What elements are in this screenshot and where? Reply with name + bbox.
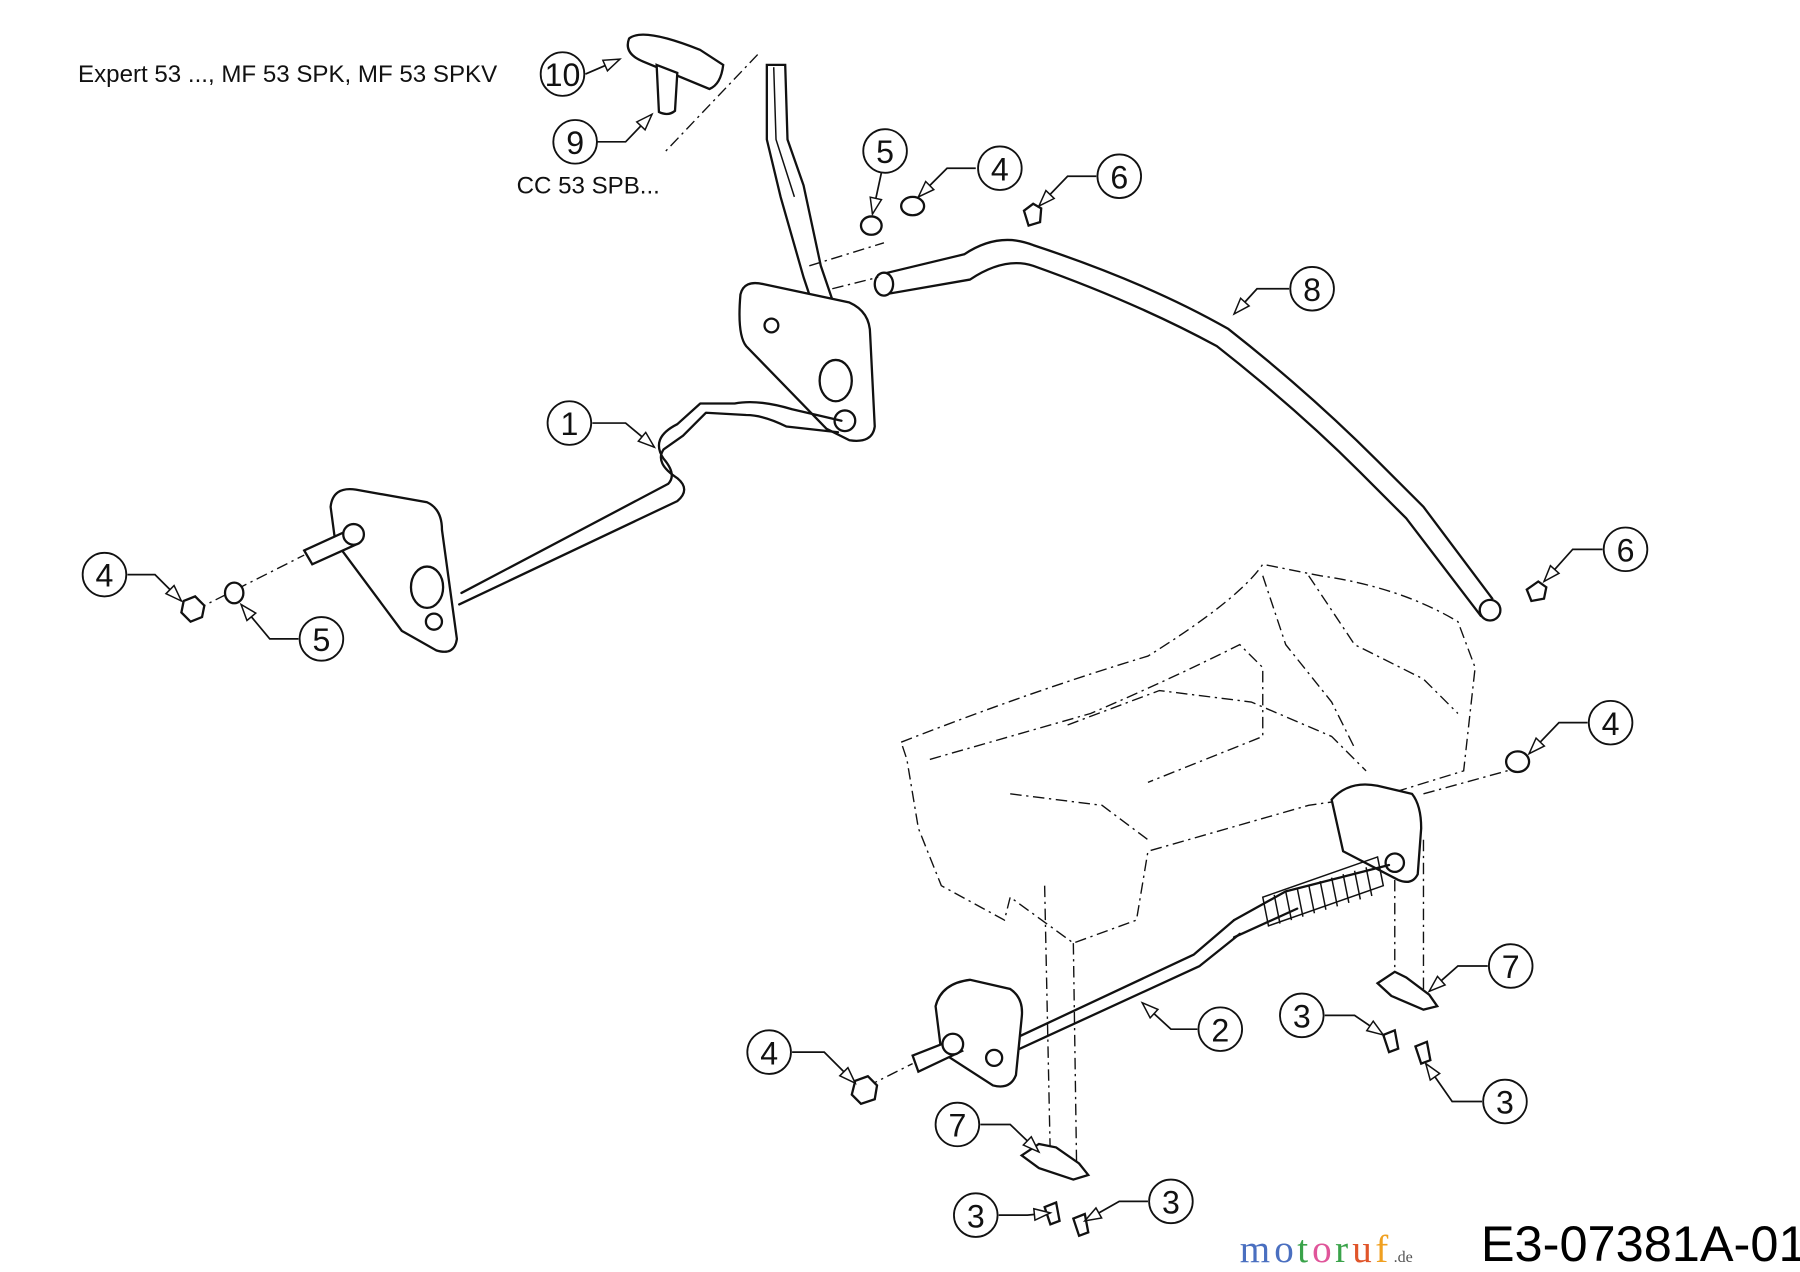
- callout-number: 2: [1211, 1012, 1229, 1048]
- arrowhead-icon: [1140, 1001, 1160, 1020]
- callout-bubble: [1289, 266, 1335, 312]
- arrowhead-icon: [1032, 1207, 1053, 1222]
- callout-bubble: [862, 128, 908, 174]
- callout-layer: 10 9 5 4 6 8 1 6 4 5 4 7 3 2 4 3 7 3 3: [81, 51, 1649, 1238]
- arrowhead-icon: [1427, 975, 1447, 993]
- watermark-letter: f: [1375, 1228, 1388, 1271]
- callout-bubble: [1487, 943, 1534, 989]
- arrowhead-icon: [1424, 1061, 1441, 1082]
- watermark-letter: o: [1312, 1228, 1332, 1271]
- callout-bubble: [1587, 699, 1634, 746]
- callout-number: 4: [760, 1035, 778, 1071]
- callout-2: 2: [1140, 1001, 1244, 1052]
- callout-7: 7: [1427, 943, 1534, 993]
- arrowhead-icon: [635, 112, 654, 132]
- callout-4: 4: [1527, 699, 1634, 756]
- callout-bubble: [539, 51, 586, 97]
- callout-bubble: [298, 616, 345, 662]
- arrowhead-icon: [164, 584, 183, 603]
- callout-3: 3: [1279, 992, 1386, 1039]
- callout-number: 9: [566, 125, 584, 161]
- callout-number: 7: [1502, 949, 1520, 985]
- callout-1: 1: [546, 400, 657, 449]
- watermark-letter: t: [1297, 1228, 1308, 1271]
- callout-number: 7: [948, 1108, 966, 1144]
- callout-number: 1: [560, 406, 578, 442]
- mower-deck: [900, 563, 1516, 1179]
- callout-bubble: [953, 1192, 999, 1238]
- watermark-suffix: .de: [1394, 1249, 1413, 1266]
- callout-6: 6: [1542, 526, 1649, 584]
- callout-3: 3: [1424, 1061, 1528, 1125]
- hardware: [859, 195, 1548, 1238]
- callout-bubble: [934, 1101, 981, 1148]
- handle-grip: [626, 33, 759, 152]
- drawing-code: E3-07381A-01: [1481, 1215, 1800, 1272]
- arrowhead-icon: [869, 196, 883, 217]
- watermark-letter: u: [1352, 1228, 1372, 1271]
- watermark-letter: o: [1274, 1228, 1294, 1271]
- arrowhead-icon: [601, 58, 622, 73]
- callout-number: 3: [967, 1198, 985, 1234]
- arrowhead-icon: [838, 1066, 857, 1085]
- callout-bubble: [1279, 992, 1325, 1039]
- callout-bubble: [546, 400, 593, 446]
- arrowhead-icon: [637, 431, 657, 449]
- callout-4: 4: [746, 1029, 857, 1085]
- height-lever: [738, 63, 876, 442]
- callout-4: 4: [916, 145, 1023, 199]
- callout-number: 3: [1496, 1085, 1514, 1121]
- callout-number: 8: [1303, 272, 1321, 308]
- callout-number: 3: [1293, 999, 1311, 1035]
- callout-bubble: [977, 145, 1023, 191]
- callout-5: 5: [239, 602, 345, 662]
- arrowhead-icon: [916, 180, 936, 199]
- callout-8: 8: [1232, 266, 1335, 316]
- callout-number: 4: [1602, 706, 1620, 742]
- callout-bubble: [81, 551, 128, 598]
- callout-7: 7: [934, 1101, 1041, 1154]
- arrowhead-icon: [1022, 1135, 1041, 1154]
- callout-bubble: [1197, 1006, 1244, 1052]
- callout-number: 5: [312, 622, 330, 658]
- callout-number: 6: [1617, 532, 1635, 568]
- callout-number: 4: [96, 558, 114, 594]
- callout-bubble: [1148, 1178, 1194, 1225]
- watermark-letter: m: [1240, 1228, 1270, 1271]
- front-axle-rod: [850, 783, 1423, 1106]
- callout-6: 6: [1037, 153, 1142, 208]
- rear-axle-rod: [180, 401, 843, 653]
- model-note-expert: Expert 53 ..., MF 53 SPK, MF 53 SPKV: [78, 61, 497, 88]
- callout-number: 5: [876, 134, 894, 170]
- arrowhead-icon: [1232, 296, 1251, 316]
- arrowhead-icon: [1365, 1019, 1386, 1037]
- callout-bubble: [746, 1029, 792, 1075]
- arrowhead-icon: [239, 602, 258, 622]
- callout-bubble: [1096, 153, 1142, 199]
- callout-bubble: [1482, 1078, 1528, 1125]
- arrowhead-icon: [1527, 736, 1546, 756]
- callout-number: 3: [1162, 1185, 1180, 1221]
- callout-number: 10: [545, 57, 581, 93]
- handle-bar: [809, 238, 1502, 622]
- callout-bubble: [1602, 526, 1649, 573]
- arrowhead-icon: [1082, 1206, 1103, 1222]
- arrowhead-icon: [1542, 564, 1561, 584]
- callout-10: 10: [539, 51, 622, 97]
- callout-4: 4: [81, 551, 183, 603]
- callout-3: 3: [953, 1192, 1053, 1238]
- callout-number: 6: [1110, 159, 1128, 195]
- callout-number: 4: [991, 151, 1009, 187]
- callout-9: 9: [552, 112, 654, 165]
- callout-bubble: [552, 119, 598, 165]
- watermark-letter: r: [1335, 1228, 1348, 1271]
- callout-5: 5: [862, 128, 908, 217]
- model-note-cc: CC 53 SPB...: [517, 172, 660, 199]
- arrowhead-icon: [1037, 189, 1056, 208]
- callout-3: 3: [1082, 1178, 1194, 1225]
